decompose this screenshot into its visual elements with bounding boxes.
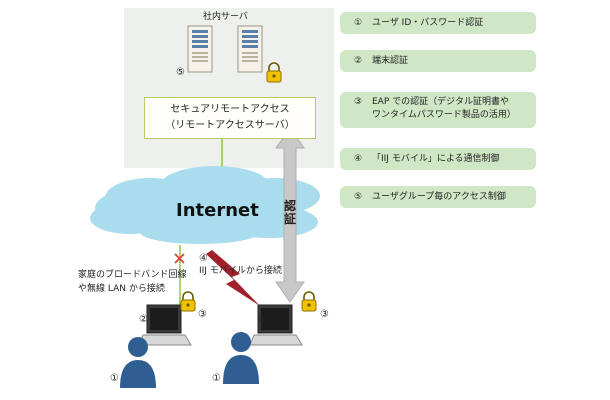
legend-item-mobile-control: ④ 「IIJ モバイル」による通信制御 [340, 148, 536, 170]
right-pc-number: ② [258, 314, 267, 325]
legend-number: ③ [354, 97, 363, 107]
auth-label: 認証 [283, 200, 297, 226]
right-lock-number: ③ [320, 309, 329, 320]
lock-icon [266, 62, 282, 83]
left-lock-number: ③ [198, 309, 207, 320]
server-label: 社内サーバ [203, 12, 248, 22]
legend-text: 「IIJ モバイル」による通信制御 [372, 154, 500, 164]
auth-label-char: 認 [283, 199, 296, 213]
mobile-note-number: ④ [199, 253, 208, 264]
server-icon [187, 25, 213, 73]
legend-item-eap-auth: ③ EAP での認証（デジタル証明書や ワンタイムパスワード製品の活用） [340, 92, 536, 128]
server-number: ⑤ [176, 67, 185, 78]
mobile-note: IIJ モバイルから接続 [199, 266, 282, 276]
legend-number: ① [354, 18, 363, 28]
legend-text: ユーザグループ毎のアクセス制御 [372, 192, 506, 202]
gateway-title: セキュアリモートアクセス [170, 104, 290, 115]
legend-text: ユーザ ID・パスワード認証 [372, 18, 484, 28]
remote-access-gateway: セキュアリモートアクセス （リモートアクセスサーバ） [144, 97, 316, 139]
user-icon [120, 337, 156, 388]
legend-number: ② [354, 56, 363, 66]
user-icon [223, 332, 259, 384]
right-user-number: ① [212, 373, 221, 384]
internet-cloud [90, 166, 320, 244]
broadband-note-line1: 家庭のブロードバンド回線 [78, 270, 187, 280]
lightning-icon [206, 250, 260, 306]
auth-double-arrow [275, 127, 305, 303]
legend-text-line2: ワンタイムパスワード製品の活用） [372, 110, 516, 120]
legend-number: ⑤ [354, 192, 363, 202]
blocked-x-icon [174, 253, 185, 264]
gateway-subtitle: （リモートアクセスサーバ） [165, 120, 295, 131]
lock-icon [301, 291, 317, 312]
legend-item-device-auth: ② 端末認証 [340, 50, 536, 72]
lock-icon [180, 291, 196, 312]
legend-item-group-access: ⑤ ユーザグループ毎のアクセス制御 [340, 186, 536, 208]
auth-label-char: 証 [283, 212, 296, 226]
legend-text: EAP での認証（デジタル証明書や [372, 97, 509, 107]
legend-text: 端末認証 [372, 56, 409, 66]
left-user-number: ① [110, 373, 119, 384]
server-icon [237, 25, 263, 73]
laptop-icon [138, 304, 192, 346]
legend-number: ④ [354, 154, 363, 164]
broadband-note-line2: や無線 LAN から接続 [78, 284, 165, 294]
left-pc-number: ② [139, 314, 148, 325]
internet-label: Internet [176, 200, 259, 221]
laptop-icon [249, 304, 303, 346]
legend-item-user-auth: ① ユーザ ID・パスワード認証 [340, 12, 536, 34]
